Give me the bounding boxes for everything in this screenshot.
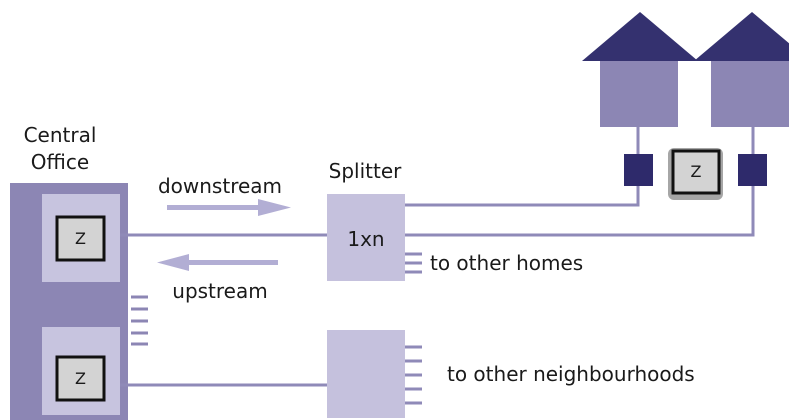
onu-home-1 — [624, 154, 653, 186]
to-other-homes-label: to other homes — [430, 251, 583, 275]
downstream-label: downstream — [158, 174, 282, 198]
house-1 — [582, 12, 698, 127]
house-2 — [694, 12, 789, 127]
splitter-top — [327, 194, 405, 281]
house-1-roof — [582, 12, 698, 61]
olt-terminal-top: Z — [55, 215, 106, 262]
onu-home-2 — [738, 154, 767, 186]
downstream-arrow — [167, 199, 291, 216]
terminal-symbol: Z — [75, 369, 86, 388]
to-other-neighbourhoods-label: to other neighbourhoods — [447, 362, 695, 386]
house-2-roof — [694, 12, 789, 61]
house-1-wall — [600, 61, 678, 127]
terminal-symbol: Z — [75, 229, 86, 248]
splitter-bottom — [327, 330, 405, 418]
central-office-label-line2: Office — [31, 150, 89, 174]
splitter-bottom-output-stubs — [405, 345, 422, 405]
terminal-symbol: Z — [691, 162, 702, 181]
splitter-label: Splitter — [329, 159, 402, 183]
splitter-top-output-stubs — [405, 252, 422, 274]
house-2-wall — [711, 61, 789, 127]
central-office-label-line1: Central — [24, 123, 97, 147]
central-office-stub-lines — [131, 295, 148, 346]
home-terminal: Z — [668, 148, 723, 200]
splitter-ratio-label: 1xn — [347, 227, 384, 251]
drop-fiber-home1 — [404, 125, 640, 207]
upstream-label: upstream — [172, 279, 267, 303]
upstream-arrow — [157, 254, 278, 271]
olt-terminal-bottom: Z — [55, 355, 106, 402]
